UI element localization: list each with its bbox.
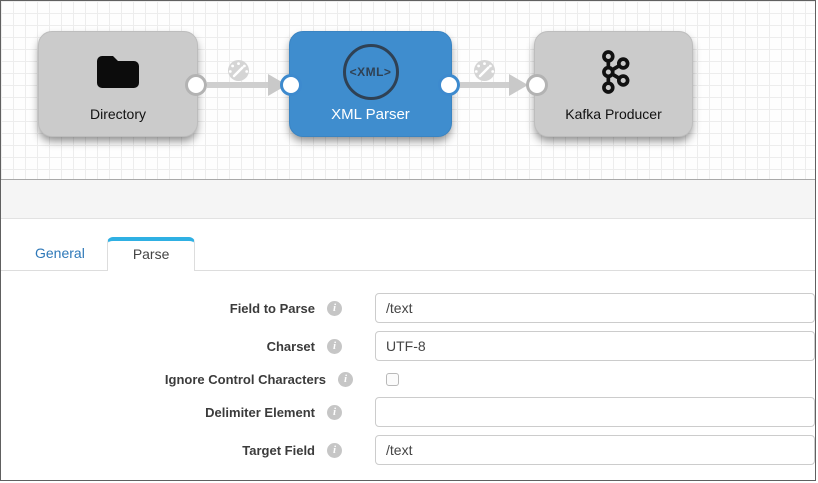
parse-config-form: Field to Parse i Charset i Ignore Contro… (1, 271, 815, 465)
gauge-icon (472, 59, 497, 87)
info-icon[interactable]: i (338, 371, 353, 387)
stage-label: XML Parser (331, 106, 410, 123)
input-port-xml-parser[interactable] (280, 74, 302, 96)
field-label: Delimiter Element (205, 404, 315, 420)
output-port-xml-parser[interactable] (438, 74, 460, 96)
form-row-field-to-parse: Field to Parse i (1, 293, 815, 323)
xml-icon: <XML> (342, 40, 399, 104)
output-port-directory[interactable] (185, 74, 207, 96)
charset-input[interactable] (375, 331, 815, 361)
pipeline-canvas[interactable]: Directory <XML> XML Parser (1, 1, 815, 180)
config-tabs: General Parse (1, 237, 815, 271)
stage-kafka-producer[interactable]: Kafka Producer (534, 31, 693, 137)
gauge-icon (226, 59, 251, 87)
stage-config-panel: General Parse Field to Parse i Charset i… (1, 219, 815, 465)
field-label: Field to Parse (229, 300, 315, 316)
stage-label: Kafka Producer (565, 106, 662, 122)
panel-header-strip (1, 180, 815, 219)
info-icon[interactable]: i (327, 404, 342, 420)
delimiter-element-input[interactable] (375, 397, 815, 427)
field-label: Ignore Control Characters (164, 371, 326, 387)
form-row-delimiter-element: Delimiter Element i (1, 397, 815, 427)
stage-directory[interactable]: Directory (38, 31, 198, 137)
stage-label: Directory (89, 106, 146, 122)
form-row-target-field: Target Field i (1, 435, 815, 465)
info-icon[interactable]: i (327, 338, 342, 354)
info-icon[interactable]: i (327, 300, 342, 316)
kafka-icon (597, 40, 631, 104)
ignore-control-characters-checkbox[interactable] (386, 372, 399, 386)
tab-parse[interactable]: Parse (106, 237, 196, 271)
field-label: Charset (266, 338, 315, 354)
input-port-kafka[interactable] (526, 74, 548, 96)
link-directory-to-xmlparser[interactable] (207, 82, 269, 88)
form-row-ignore-control-characters: Ignore Control Characters i (1, 369, 815, 389)
tab-general[interactable]: General (35, 245, 85, 261)
field-to-parse-input[interactable] (375, 293, 815, 323)
stage-xml-parser[interactable]: <XML> XML Parser (289, 31, 452, 137)
folder-icon (94, 40, 142, 104)
link-arrowhead (509, 74, 528, 96)
info-icon[interactable]: i (327, 442, 342, 458)
target-field-input[interactable] (375, 435, 815, 465)
form-row-charset: Charset i (1, 331, 815, 361)
link-xmlparser-to-kafka[interactable] (460, 82, 510, 88)
field-label: Target Field (242, 442, 315, 458)
xml-icon-text: <XML> (349, 65, 392, 79)
